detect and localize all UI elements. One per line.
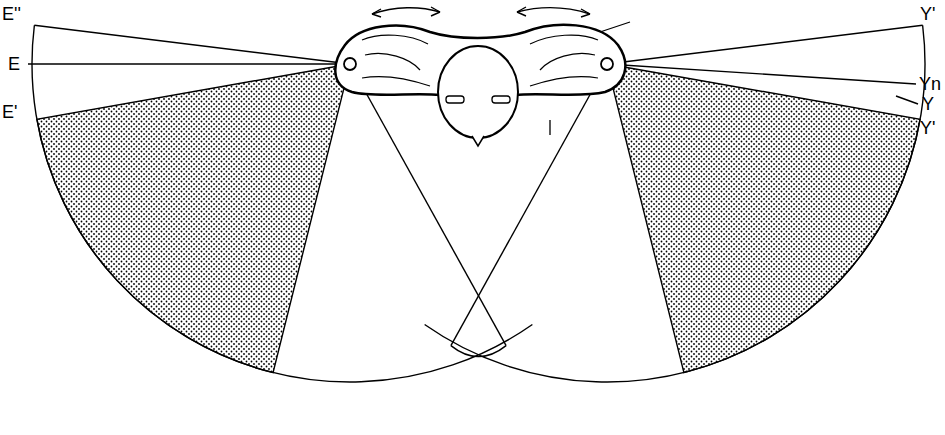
field-label: E bbox=[8, 54, 20, 74]
field-line bbox=[607, 25, 923, 64]
movement-arrows bbox=[372, 7, 590, 17]
head-and-shoulders bbox=[335, 22, 630, 146]
field-label: Y' bbox=[920, 118, 935, 138]
dotted-field bbox=[37, 64, 350, 373]
field-line bbox=[607, 64, 916, 84]
field-label: E' bbox=[2, 102, 17, 122]
field-arc bbox=[32, 25, 532, 382]
nasal-arc bbox=[451, 346, 506, 357]
field-line bbox=[34, 25, 350, 64]
field-label: Y bbox=[922, 94, 934, 114]
leader-line bbox=[896, 96, 918, 104]
field-arc bbox=[425, 25, 925, 382]
field-label: Y' bbox=[920, 4, 935, 24]
dotted-field bbox=[607, 64, 920, 373]
field-label: E'' bbox=[2, 4, 21, 24]
field-line bbox=[28, 63, 350, 64]
field-label: Yn bbox=[919, 74, 941, 94]
